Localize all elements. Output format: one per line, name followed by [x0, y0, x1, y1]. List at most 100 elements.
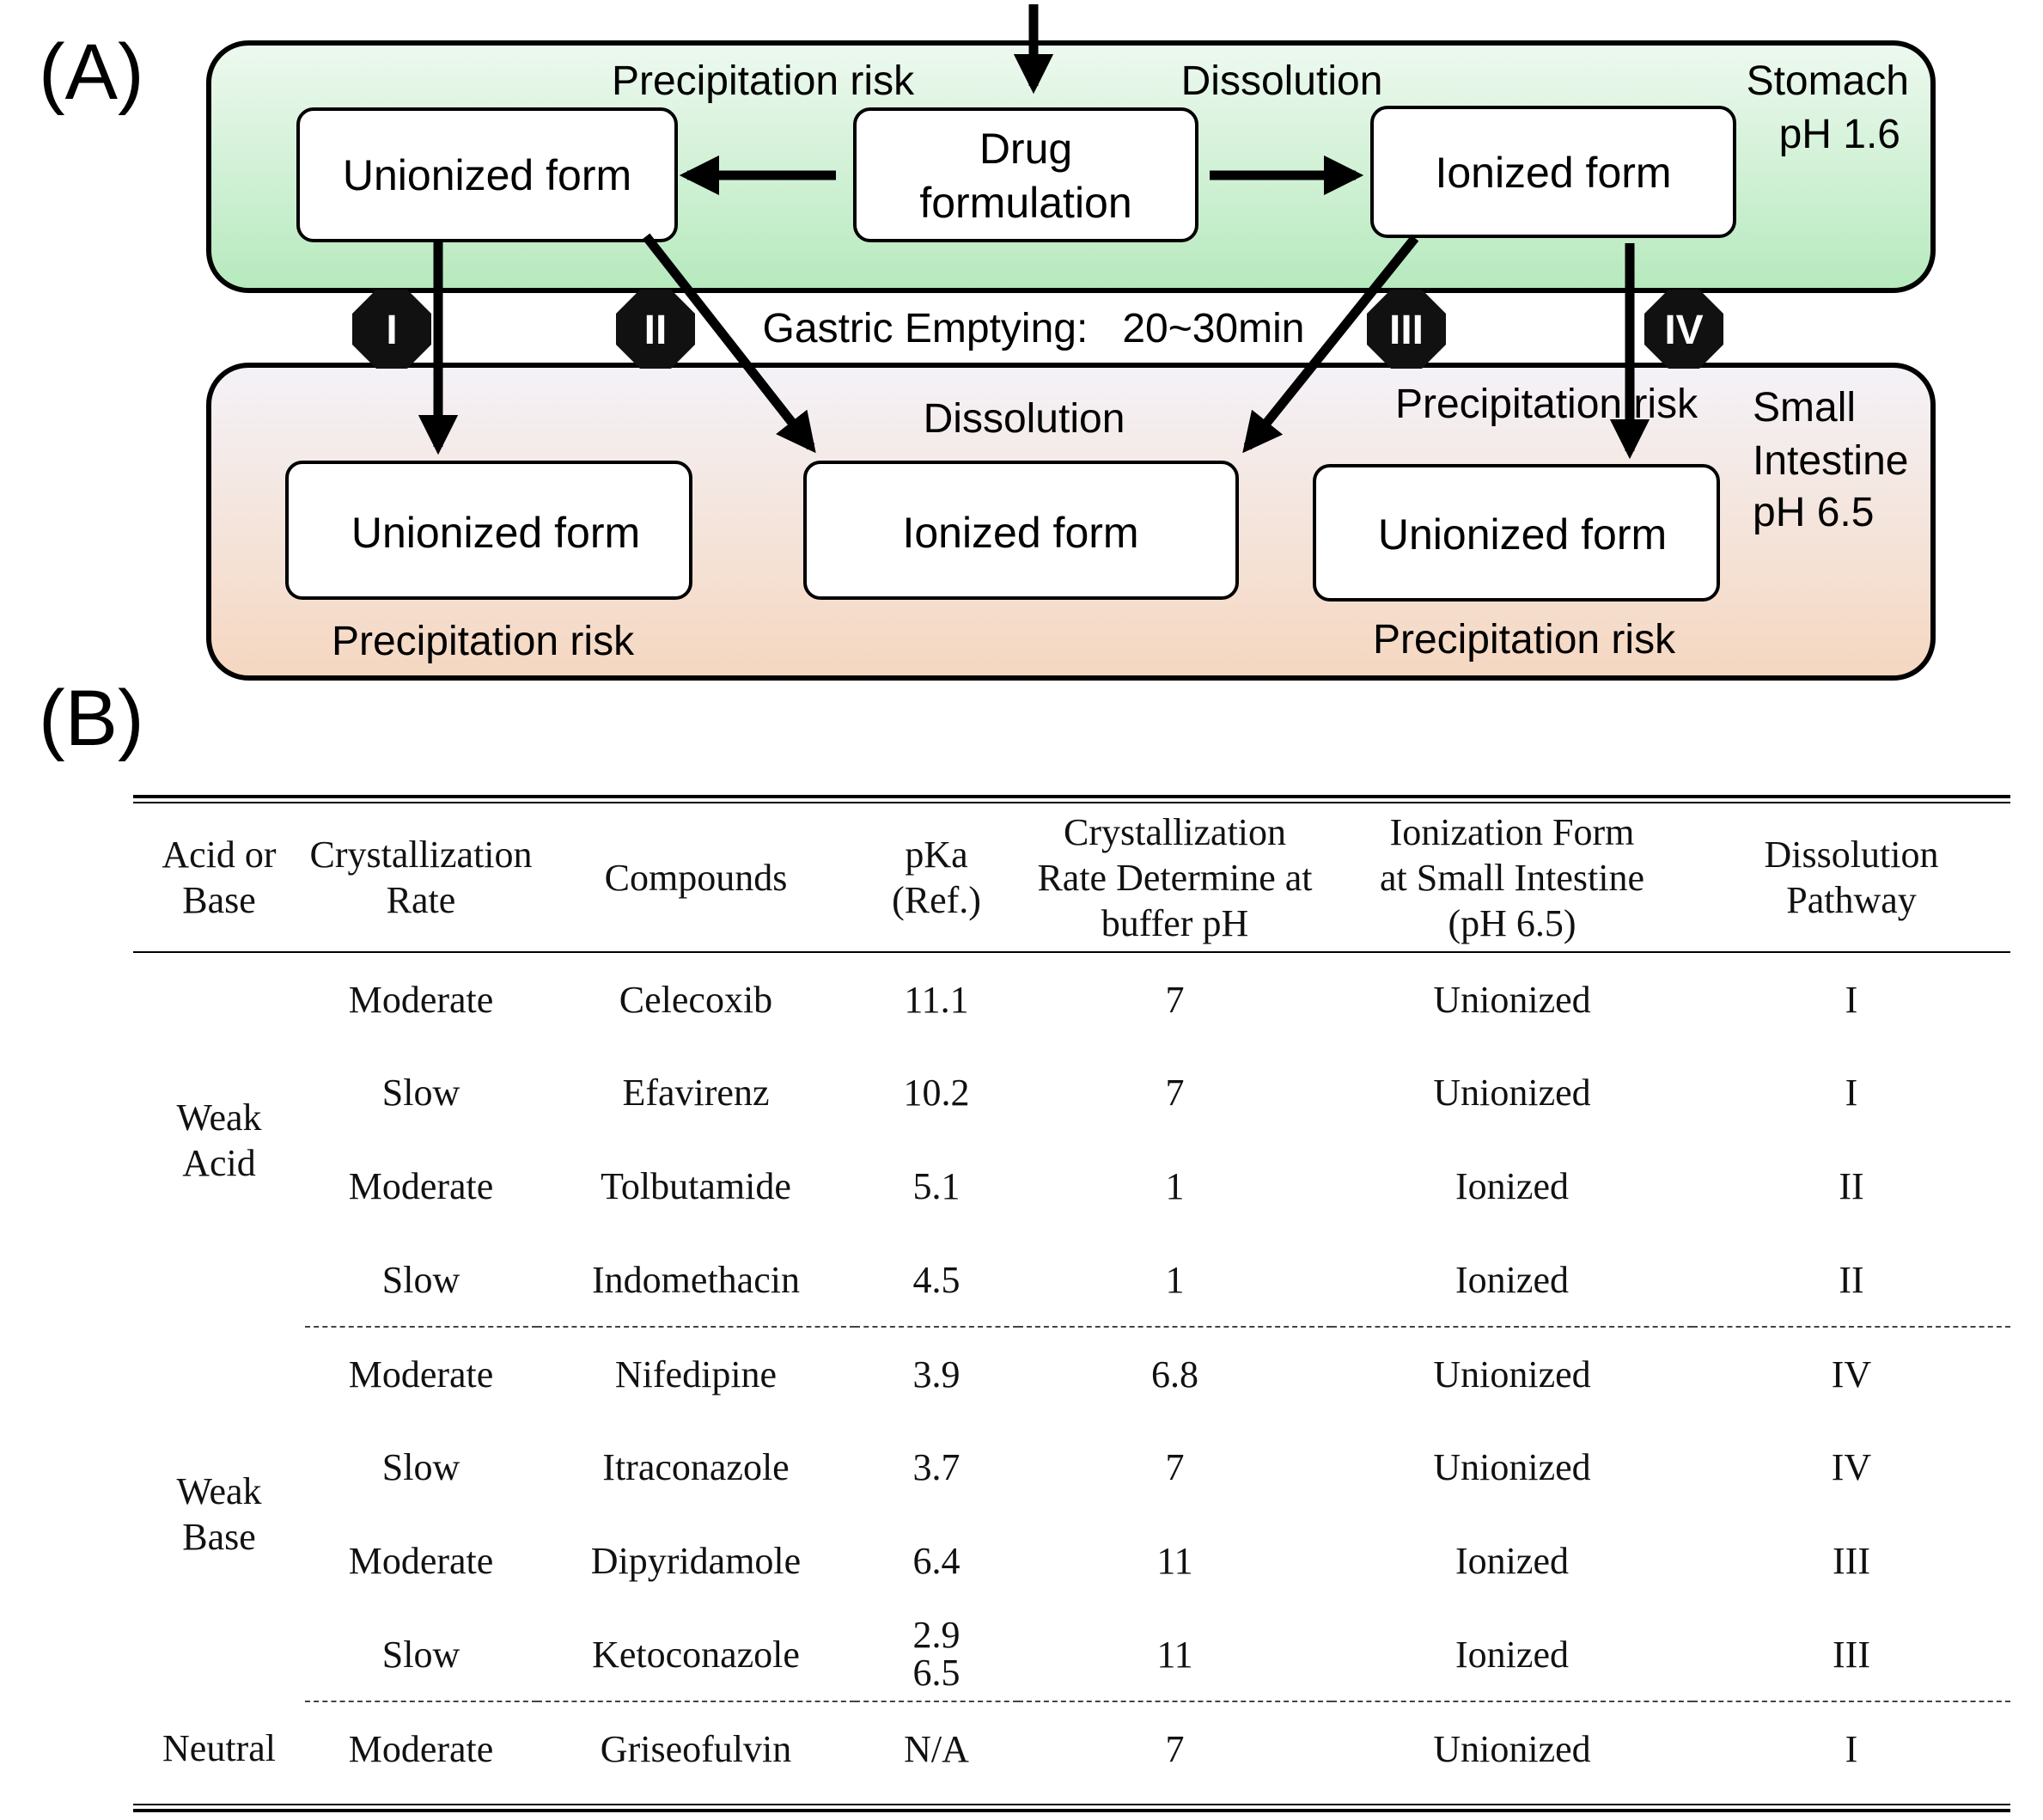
stomach-ph: pH 1.6: [1779, 112, 1900, 157]
pathway-cell: I: [1845, 978, 1858, 1021]
ionization-cell: Ionized: [1455, 1165, 1569, 1207]
pathway-badge-iii-text: III: [1389, 308, 1424, 353]
drug-formulation-line1: Drug: [979, 125, 1072, 173]
rate-cell: Moderate: [348, 1165, 494, 1207]
rate-cell: Slow: [381, 1072, 460, 1114]
pka-cell: 11.1: [855, 952, 1018, 1046]
table-top-rule: [133, 795, 2010, 802]
header-dissolution-pathway-line2: Pathway: [1786, 879, 1917, 921]
pathway-badge-i: I: [352, 290, 431, 369]
ionization-cell: Ionized: [1332, 1233, 1692, 1328]
pka-value: 10.2: [903, 1072, 970, 1114]
header-acid-or-base-line2: Base: [182, 879, 256, 921]
pathway-cell: III: [1833, 1540, 1870, 1582]
header-crystallization-rate-line1: Crystallization: [309, 834, 533, 876]
panel-a-label: (A): [39, 28, 144, 116]
pka-value: 11.1: [904, 978, 969, 1021]
pka-value: 4.5: [912, 1258, 961, 1301]
ionization-cell: Unionized: [1433, 1072, 1591, 1114]
rate-cell: Slow: [381, 1446, 460, 1488]
header-acid-or-base-line1: Acid or: [162, 834, 277, 876]
pka-value: 3.7: [912, 1446, 961, 1488]
group-name-line: Weak: [176, 1470, 262, 1512]
stomach-ionized-text: Ionized form: [1435, 149, 1671, 197]
pathway-badge-ii-text: II: [644, 308, 668, 353]
intestine-unionized-right-box: [1313, 464, 1720, 602]
header-buffer-ph-line2: Rate Determine at: [1037, 856, 1313, 899]
buffer-ph-cell: 1: [1165, 1165, 1185, 1207]
table-row: Neutral Moderate Griseofulvin N/A 7 Unionized…: [133, 1701, 2010, 1795]
stomach-precipitation-label: Precipitation risk: [612, 58, 915, 104]
compound-cell: Celecoxib: [619, 978, 773, 1021]
ionization-cell: Unionized: [1433, 1727, 1591, 1770]
pka-cell: N/A: [855, 1701, 1018, 1795]
rate-cell: Moderate: [348, 978, 494, 1021]
pka-cell: 3.9: [855, 1327, 1018, 1420]
pka-value: 6.5: [912, 1652, 961, 1694]
buffer-ph-cell: 11: [1018, 1608, 1332, 1702]
stomach-dissolution-label: Dissolution: [1181, 58, 1383, 104]
ionization-cell: Ionized: [1455, 1540, 1569, 1582]
header-pka-line2: (Ref.): [892, 879, 981, 921]
pathway-badge-iv-text: IV: [1664, 308, 1703, 353]
header-buffer-ph-line3: buffer pH: [1101, 901, 1249, 944]
header-compounds-line1: Compounds: [604, 856, 788, 899]
buffer-ph-cell: 7: [1165, 1727, 1185, 1770]
intestine-precipitation-right: Precipitation risk: [1373, 617, 1676, 663]
buffer-ph-cell: 6.8: [1151, 1353, 1198, 1396]
header-pka-line1: pKa: [905, 834, 968, 876]
buffer-ph-cell: 11: [1156, 1540, 1193, 1582]
pka-value: N/A: [904, 1727, 969, 1770]
pathway-cell: II: [1839, 1165, 1864, 1207]
panel-a-diagram: (A) Stomach pH 1.6 Precipitation risk Di…: [39, 4, 1936, 762]
pathway-iii-arrow: [1242, 235, 1419, 454]
rate-cell: Slow: [305, 1233, 537, 1328]
rate-cell: Moderate: [348, 1540, 494, 1582]
pathway-cell: IV: [1831, 1353, 1872, 1396]
header-compounds: Compounds: [537, 803, 855, 953]
intestine-unionized-left-box: [285, 461, 692, 600]
pka-value: 6.4: [912, 1540, 961, 1582]
intestine-ph: pH 6.5: [1753, 490, 1874, 535]
rate-cell: Moderate: [348, 1353, 494, 1396]
pathway-cell: I: [1845, 1072, 1858, 1114]
buffer-ph-cell: 1: [1018, 1233, 1332, 1328]
stomach-ionized-box: [1370, 106, 1736, 238]
group-name-line: Weak: [176, 1096, 262, 1139]
header-ionization-form-line1: Ionization Form: [1389, 810, 1635, 853]
group-name-cell: Neutral: [133, 1701, 305, 1795]
compound-cell: Griseofulvin: [600, 1727, 792, 1770]
pka-cell: 3.7: [855, 1420, 1018, 1514]
pathway-badge-iv: IV: [1644, 290, 1723, 369]
header-ionization-form-line3: (pH 6.5): [1448, 901, 1576, 944]
buffer-ph-cell: 7: [1165, 978, 1185, 1021]
stomach-unionized-box: [296, 107, 678, 242]
compound-cell: Itraconazole: [602, 1446, 790, 1488]
pathway-cell: I: [1845, 1727, 1858, 1770]
buffer-ph-cell: 7: [1165, 1072, 1185, 1114]
intestine-title-line1: Small: [1753, 385, 1856, 431]
stomach-unionized-text: Unionized form: [343, 151, 631, 199]
header-crystallization-rate-line2: Rate: [386, 879, 456, 921]
pka-value: 3.9: [912, 1353, 961, 1396]
rate-cell: Moderate: [348, 1727, 494, 1770]
drug-formulation-line2: formulation: [919, 179, 1131, 227]
intestine-dissolution-label: Dissolution: [924, 396, 1125, 442]
rate-cell: Slow: [305, 1608, 537, 1702]
pka-cell: 6.4: [855, 1514, 1018, 1608]
